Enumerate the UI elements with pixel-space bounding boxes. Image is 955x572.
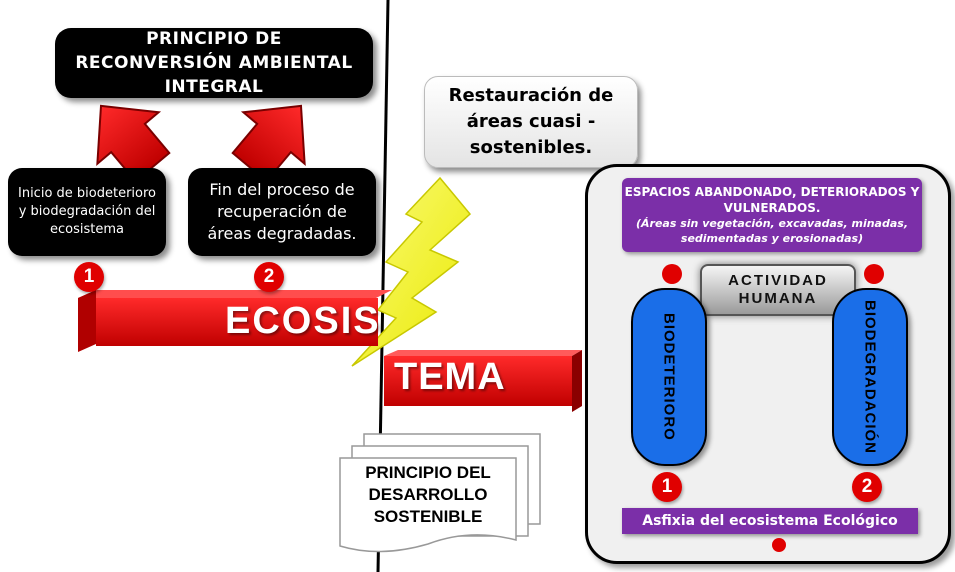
panel-step-2-badge: 2 — [852, 472, 882, 502]
restoration-text: Restauración de áreas cuasi - sostenible… — [448, 85, 614, 158]
abandoned-spaces-title: ESPACIOS ABANDONADO, DETERIORADOS Y VULN… — [624, 185, 920, 215]
human-activity-text: ACTIVIDAD HUMANA — [728, 272, 828, 307]
biodeterioration-pill: BIODETERIORO — [631, 288, 707, 466]
ecosystem-asphyxia-text: Asfixia del ecosistema Ecológico — [642, 513, 898, 529]
biodeterioration-start-box: Inicio de biodeterioro y biodegradación … — [8, 168, 166, 256]
restoration-box: Restauración de áreas cuasi - sostenible… — [424, 76, 638, 168]
ecosis-banner-face — [96, 298, 378, 346]
abandoned-spaces-detail: (Áreas sin vegetación, excavadas, minada… — [636, 217, 908, 245]
ecosis-banner-side — [78, 290, 96, 352]
connector-dot — [772, 538, 786, 552]
tema-banner-top — [384, 350, 582, 356]
sheet-front — [339, 457, 517, 553]
ecosystem-asphyxia-bar: Asfixia del ecosistema Ecológico — [622, 508, 918, 534]
step-2-badge: 2 — [254, 262, 284, 292]
reconversion-title: PRINCIPIO DE RECONVERSIÓN AMBIENTAL INTE… — [75, 29, 353, 97]
biodegradation-pill: BIODEGRADACIÓN — [832, 288, 908, 466]
human-activity-box: ACTIVIDAD HUMANA — [700, 264, 856, 316]
recovery-end-text: Fin del proceso de recuperación de áreas… — [207, 180, 357, 243]
ecosis-banner-top — [78, 290, 392, 298]
recovery-end-box: Fin del proceso de recuperación de áreas… — [188, 168, 376, 256]
sustainable-development-text: PRINCIPIO DEL DESARROLLO SOSTENIBLE — [365, 463, 491, 526]
panel-step-1-badge: 1 — [652, 472, 682, 502]
ecosis-label: ECOSIS — [225, 300, 381, 342]
red-arrow-icon — [96, 104, 171, 183]
tema-label: TEMA — [394, 356, 506, 398]
connector-dot — [662, 264, 682, 284]
abandoned-spaces-box: ESPACIOS ABANDONADO, DETERIORADOS Y VULN… — [622, 178, 922, 252]
connector-dot — [864, 264, 884, 284]
tema-banner-side — [572, 350, 582, 412]
step-1-badge: 1 — [74, 262, 104, 292]
tema-banner-face — [384, 356, 572, 406]
biodeterioration-label: BIODETERIORO — [660, 313, 678, 441]
reconversion-title-box: PRINCIPIO DE RECONVERSIÓN AMBIENTAL INTE… — [55, 28, 373, 98]
biodeterioration-start-text: Inicio de biodeterioro y biodegradación … — [18, 186, 156, 237]
biodegradation-label: BIODEGRADACIÓN — [861, 299, 879, 454]
